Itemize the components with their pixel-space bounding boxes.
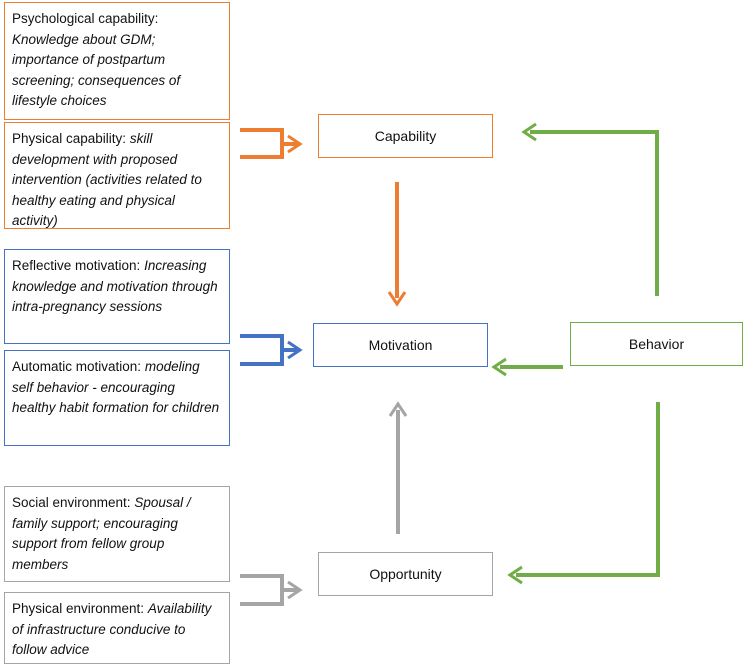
- physical-environment-detail: Availability of infrastructure conducive…: [12, 601, 212, 657]
- social-environment-box: Social environment: Spousal / family sup…: [4, 486, 230, 582]
- behavior-to-opportunity-arrowhead: [507, 565, 523, 585]
- capability-bracket-arrowhead: [287, 134, 303, 154]
- physical-capability-detail: skill development with proposed interven…: [12, 131, 202, 228]
- opportunity-to-motivation-arrowhead: [388, 401, 408, 417]
- capability-bracket-arrow: [240, 128, 298, 159]
- physical-environment-label: Physical environment:: [12, 601, 145, 616]
- automatic-motivation-label: Automatic motivation:: [12, 359, 142, 374]
- social-environment-detail: Spousal / family support; encouraging su…: [12, 495, 191, 572]
- capability-to-motivation-arrowhead: [387, 291, 407, 307]
- social-environment-label: Social environment:: [12, 495, 131, 510]
- capability-node: Capability: [318, 114, 493, 158]
- motivation-node-label: Motivation: [368, 337, 433, 353]
- reflective-motivation-box: Reflective motivation: Increasing knowle…: [4, 249, 230, 344]
- psychological-capability-label: Psychological capability:: [12, 11, 159, 26]
- opportunity-bracket-arrow: [240, 574, 298, 606]
- opportunity-bracket-arrowhead: [287, 580, 303, 600]
- psychological-capability-detail: Knowledge about GDM; importance of postp…: [12, 31, 181, 109]
- behavior-to-opportunity-arrow: [516, 402, 660, 577]
- reflective-motivation-detail: Increasing knowledge and motivation thro…: [12, 258, 218, 314]
- behavior-to-capability-arrowhead: [521, 122, 537, 142]
- behavior-node: Behavior: [570, 322, 743, 366]
- physical-capability-label: Physical capability:: [12, 131, 127, 146]
- psychological-capability-box: Psychological capability: Knowledge abou…: [4, 2, 230, 120]
- opportunity-node-label: Opportunity: [369, 566, 442, 582]
- behavior-node-label: Behavior: [628, 336, 685, 352]
- physical-environment-box: Physical environment: Availability of in…: [4, 592, 230, 664]
- reflective-motivation-label: Reflective motivation:: [12, 258, 141, 273]
- behavior-to-capability-arrow: [530, 130, 659, 296]
- capability-node-label: Capability: [374, 128, 437, 144]
- automatic-motivation-detail: modeling self behavior - encouraging hea…: [12, 359, 220, 415]
- opportunity-node: Opportunity: [318, 552, 493, 596]
- physical-capability-box: Physical capability: skill development w…: [4, 122, 230, 229]
- motivation-node: Motivation: [313, 323, 488, 367]
- behavior-to-motivation-arrowhead: [491, 357, 507, 377]
- motivation-bracket-arrow: [240, 334, 298, 366]
- motivation-bracket-arrowhead: [287, 340, 303, 360]
- automatic-motivation-box: Automatic motivation: modeling self beha…: [4, 350, 230, 446]
